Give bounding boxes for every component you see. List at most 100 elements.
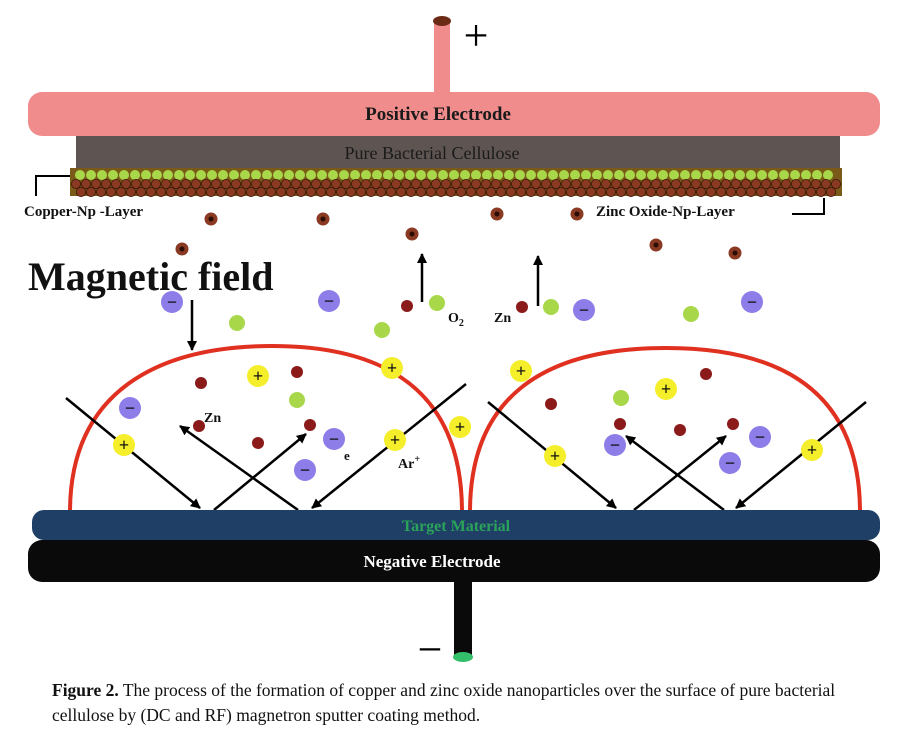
zn-atom — [727, 418, 739, 430]
copper-nanoparticle — [220, 178, 231, 189]
copper-nanoparticle — [736, 186, 747, 197]
figure-number: Figure 2. — [52, 680, 119, 700]
zinc-oxide-nanoparticle — [647, 170, 657, 180]
copper-layer-bracket — [35, 175, 70, 196]
zinc-oxide-nanoparticle — [438, 170, 448, 180]
copper-nanoparticle — [801, 178, 812, 189]
copper-nanoparticle — [340, 178, 351, 189]
negative-ion: − — [749, 426, 771, 448]
svg-text:−: − — [329, 429, 339, 449]
copper-nanoparticle — [571, 178, 582, 189]
zn-atom — [545, 398, 557, 410]
zinc-oxide-nanoparticle — [295, 170, 305, 180]
copper-nanoparticle — [561, 178, 572, 189]
copper-nanoparticle — [210, 178, 221, 189]
zinc-oxide-nanoparticle — [471, 170, 481, 180]
copper-nanoparticle — [250, 178, 261, 189]
zinc-oxide-nanoparticle — [207, 170, 217, 180]
zinc-oxide-nanoparticle — [317, 170, 327, 180]
zinc-oxide-nanoparticle — [680, 170, 690, 180]
copper-nanoparticle — [325, 186, 336, 197]
svg-text:+: + — [516, 361, 526, 381]
copper-nanoparticle — [746, 186, 757, 197]
copper-nanoparticle — [415, 186, 426, 197]
copper-nanoparticle — [691, 178, 702, 189]
zinc-oxide-nanoparticle — [691, 170, 701, 180]
zinc-oxide-particle — [613, 390, 629, 406]
zinc-oxide-nanoparticle — [339, 170, 349, 180]
zinc-oxide-nanoparticle — [174, 170, 184, 180]
zinc-oxide-nanoparticle — [537, 170, 547, 180]
copper-nanoparticle — [586, 186, 597, 197]
zinc-oxide-nanoparticle — [185, 170, 195, 180]
copper-nanoparticle — [71, 178, 82, 189]
o2-label: O2 — [448, 311, 464, 329]
svg-text:+: + — [390, 430, 400, 450]
copper-nanoparticle — [290, 178, 301, 189]
copper-nanoparticle — [781, 178, 792, 189]
copper-particle — [570, 207, 584, 221]
negative-ion: − — [604, 434, 626, 456]
copper-nanoparticle — [490, 178, 501, 189]
copper-nanoparticle — [666, 186, 677, 197]
zinc-oxide-nanoparticle — [702, 170, 712, 180]
copper-nanoparticle — [106, 186, 117, 197]
copper-nanoparticle — [300, 178, 311, 189]
zinc-oxide-nanoparticle — [394, 170, 404, 180]
copper-nanoparticle — [130, 178, 141, 189]
copper-nanoparticle — [435, 186, 446, 197]
copper-nanoparticle — [215, 186, 226, 197]
trajectory-arrow — [213, 433, 307, 511]
positive-ion: + — [247, 365, 269, 387]
positive-polarity-sign: + — [464, 11, 489, 60]
copper-nanoparticle — [661, 178, 672, 189]
bacterial-cellulose-label: Pure Bacterial Cellulose — [345, 143, 520, 163]
copper-nanoparticle — [806, 186, 817, 197]
copper-nanoparticle — [230, 178, 241, 189]
positive-ion: + — [381, 357, 403, 379]
zinc-oxide-nanoparticle — [427, 170, 437, 180]
copper-nanoparticle — [510, 178, 521, 189]
copper-nanoparticle — [121, 178, 132, 189]
copper-nanoparticle — [761, 178, 772, 189]
zinc-oxide-nanoparticle — [757, 170, 767, 180]
negative-wire-cap — [453, 652, 473, 662]
zinc-oxide-nanoparticle — [130, 170, 140, 180]
copper-nanoparticle — [175, 186, 186, 197]
electron-label: e — [344, 448, 350, 463]
negative-electrode — [28, 540, 880, 582]
zn-atom — [700, 368, 712, 380]
zinc-oxide-nanoparticle — [625, 170, 635, 180]
copper-nanoparticle — [370, 178, 381, 189]
copper-nanoparticle — [390, 178, 401, 189]
copper-nanoparticle — [310, 178, 321, 189]
copper-nanoparticle — [676, 186, 687, 197]
zinc-oxide-nanoparticle — [251, 170, 261, 180]
copper-nanoparticle — [485, 186, 496, 197]
copper-nanoparticle — [521, 178, 532, 189]
zinc-oxide-nanoparticle — [306, 170, 316, 180]
copper-nanoparticle — [305, 186, 316, 197]
copper-nanoparticle — [731, 178, 742, 189]
zinc-oxide-nanoparticle — [658, 170, 668, 180]
copper-nanoparticle — [200, 178, 211, 189]
svg-text:−: − — [167, 292, 177, 312]
svg-text:−: − — [579, 300, 589, 320]
zinc-oxide-particle — [543, 299, 559, 315]
zinc-oxide-nanoparticle — [746, 170, 756, 180]
copper-nanoparticle — [285, 186, 296, 197]
negative-wire — [454, 582, 472, 656]
copper-nanoparticle — [295, 186, 306, 197]
copper-nanoparticle — [365, 186, 376, 197]
zinc-oxide-nanoparticle — [86, 170, 96, 180]
copper-nanoparticle — [76, 186, 87, 197]
copper-nanoparticle — [526, 186, 537, 197]
copper-nanoparticle — [255, 186, 266, 197]
copper-nanoparticle — [631, 178, 642, 189]
copper-nanoparticle — [150, 178, 161, 189]
caption-text: The process of the formation of copper a… — [52, 680, 836, 725]
zinc-oxide-nanoparticle — [152, 170, 162, 180]
copper-nanoparticle — [280, 178, 291, 189]
zinc-oxide-nanoparticle — [163, 170, 173, 180]
copper-layer-particles — [71, 178, 842, 197]
